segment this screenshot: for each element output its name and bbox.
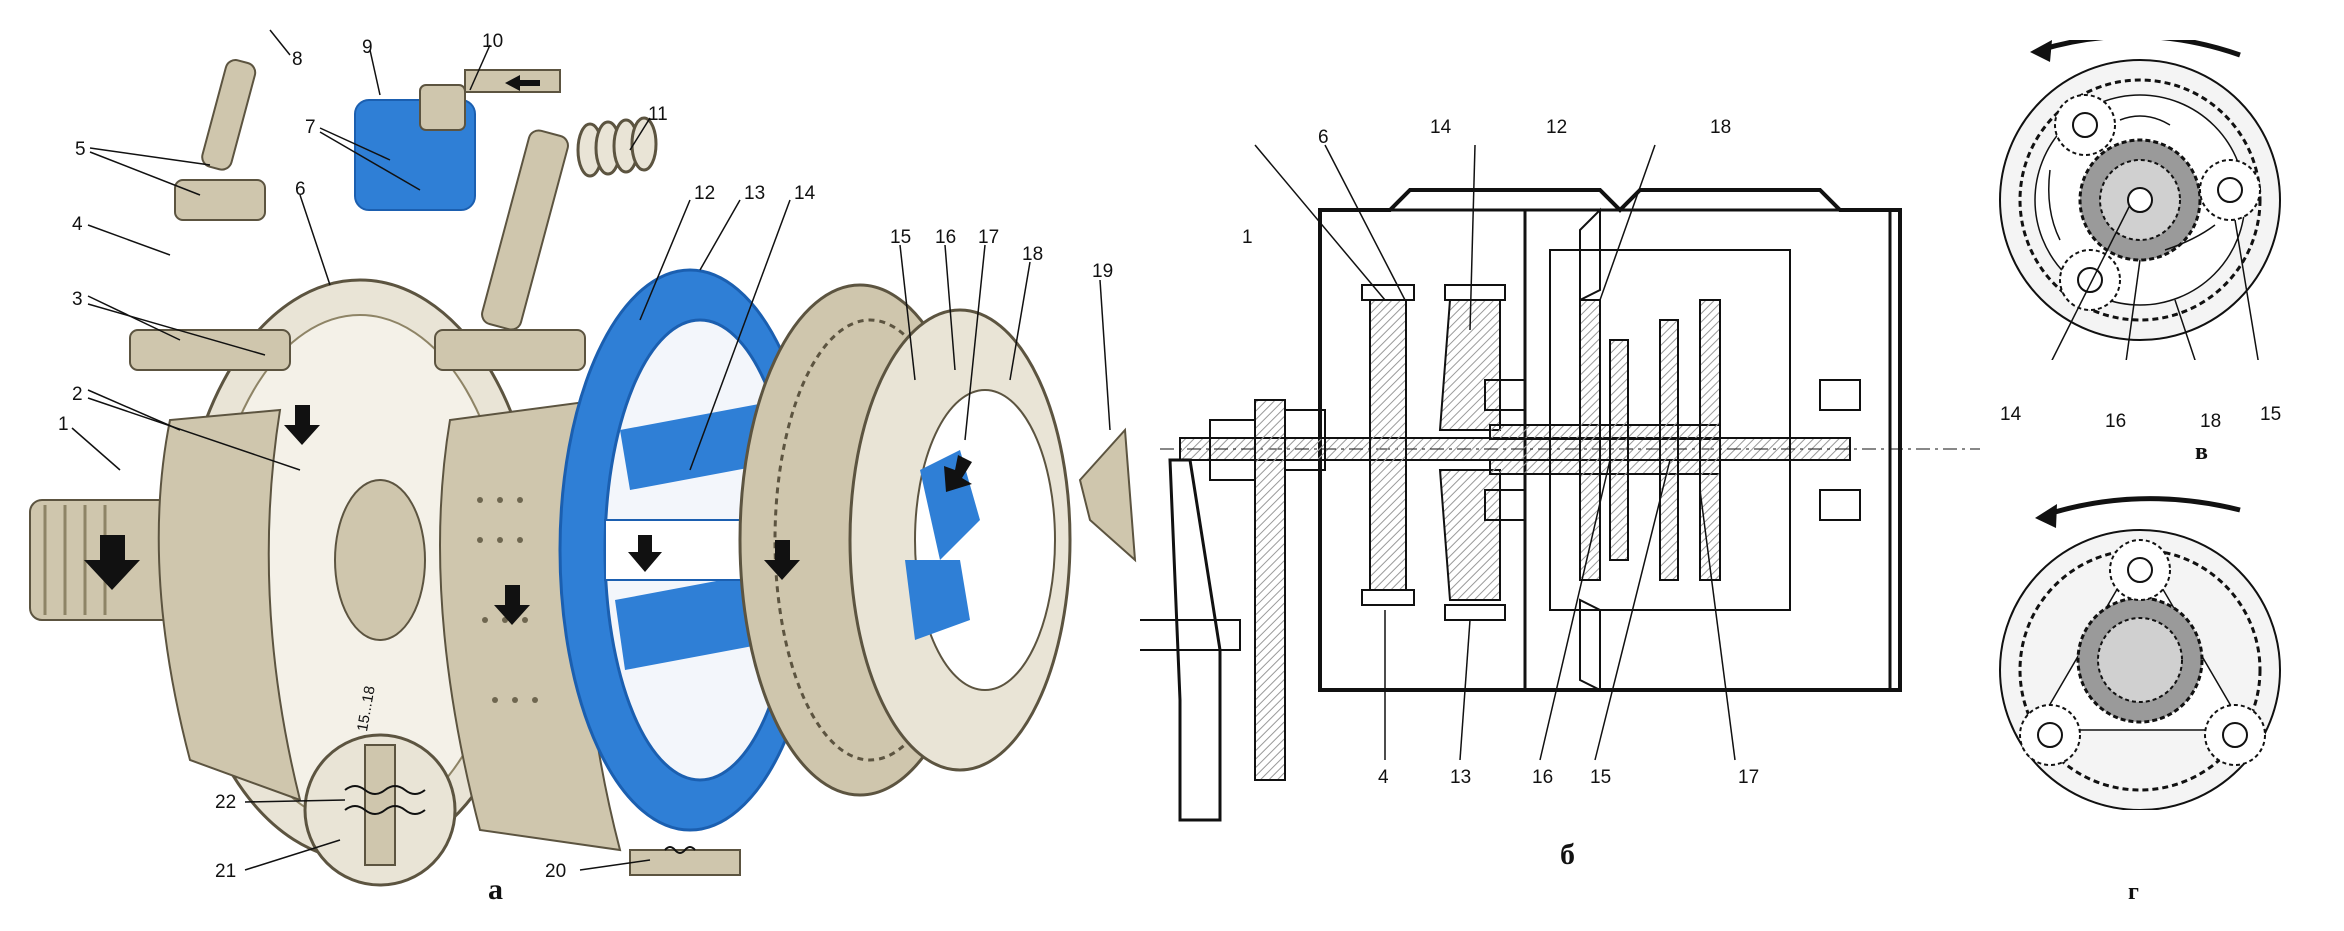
- label-a-15: 15: [890, 227, 912, 248]
- panel-b-schematic: [1140, 144, 1980, 822]
- leader-lines: [71, 29, 1111, 871]
- label-a-7: 7: [305, 117, 316, 138]
- panel-g-planetary: [1999, 496, 2281, 810]
- ring-gear-drum: [738, 283, 1072, 797]
- label-a-14: 14: [794, 183, 816, 204]
- label-a-20: 20: [545, 861, 567, 882]
- spring: [576, 116, 658, 178]
- label-v-15: 15: [2260, 404, 2282, 425]
- label-b-15: 15: [1590, 767, 1612, 788]
- caption-g: г: [2128, 879, 2139, 905]
- label-a-3: 3: [72, 289, 83, 310]
- caption-a: а: [488, 873, 503, 906]
- label-a-12: 12: [694, 183, 716, 204]
- label-b-18: 18: [1710, 117, 1732, 138]
- label-b-1: 1: [1242, 227, 1253, 248]
- label-v-18: 18: [2200, 411, 2222, 432]
- label-a-16: 16: [935, 227, 957, 248]
- label-a-9: 9: [362, 37, 373, 58]
- label-a-1: 1: [58, 414, 69, 435]
- label-b-17: 17: [1738, 767, 1760, 788]
- label-a-6: 6: [295, 179, 306, 200]
- caption-v: в: [2195, 439, 2208, 465]
- label-a-2: 2: [72, 384, 83, 405]
- blue-drum: [558, 268, 822, 832]
- control-levers: [129, 59, 658, 371]
- label-b-12: 12: [1546, 117, 1568, 138]
- label-a-13: 13: [744, 183, 766, 204]
- label-b-6: 6: [1318, 127, 1329, 148]
- label-a-5: 5: [75, 139, 86, 160]
- label-a-11: 11: [648, 104, 668, 125]
- label-a-10: 10: [482, 31, 504, 52]
- label-a-8: 8: [292, 49, 303, 70]
- detail-inset: [303, 733, 457, 887]
- label-a-19: 19: [1092, 261, 1114, 282]
- label-b-4: 4: [1378, 767, 1389, 788]
- panel-v-planetary: [1999, 40, 2281, 360]
- label-b-13: 13: [1450, 767, 1472, 788]
- label-a-21: 21: [215, 861, 237, 882]
- label-a-18: 18: [1022, 244, 1044, 265]
- label-v-14: 14: [2000, 404, 2022, 425]
- label-b-16: 16: [1532, 767, 1554, 788]
- panel-a-illustration: [29, 29, 1137, 887]
- label-v-16: 16: [2105, 411, 2127, 432]
- label-a-17: 17: [978, 227, 1000, 248]
- label-a-4: 4: [72, 214, 83, 235]
- label-a-22: 22: [215, 792, 237, 813]
- bevel-pinion: [1078, 427, 1137, 563]
- label-b-14: 14: [1430, 117, 1452, 138]
- caption-b: б: [1560, 838, 1575, 871]
